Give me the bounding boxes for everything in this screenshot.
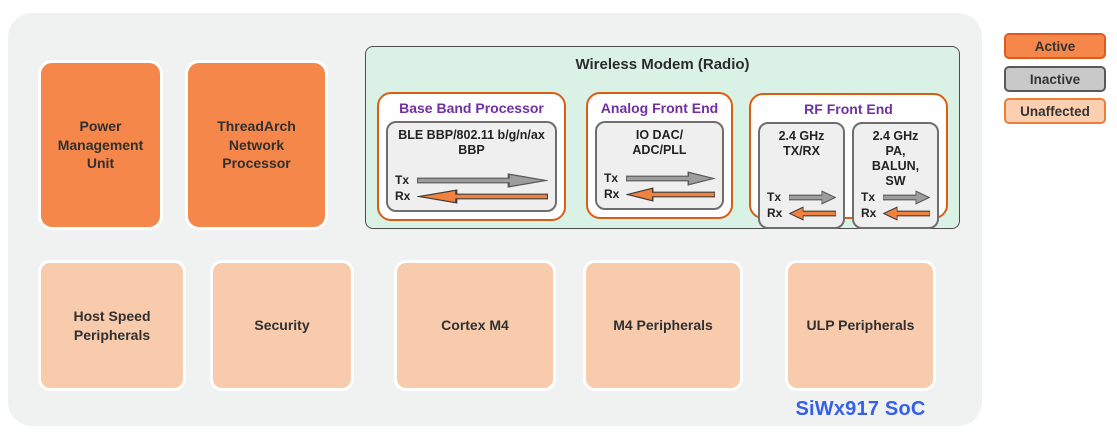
block-label: Power Management Unit bbox=[57, 117, 144, 172]
rx-label: Rx bbox=[861, 206, 877, 220]
unit-24ghz-pa-balun-sw: 2.4 GHz PA, BALUN, SW Tx Rx bbox=[852, 122, 939, 229]
unit-label-line1: 2.4 GHz bbox=[778, 129, 825, 143]
tx-row: Tx bbox=[395, 172, 548, 188]
block-label: ThreadArch Network Processor bbox=[217, 117, 296, 172]
tx-arrow-icon bbox=[417, 172, 548, 188]
rx-arrow-icon bbox=[789, 205, 836, 221]
unit-label: 2.4 GHz PA, BALUN, SW bbox=[861, 129, 930, 189]
unit-label-line2: BBP bbox=[458, 143, 485, 157]
wireless-modem-title: Wireless Modem (Radio) bbox=[575, 56, 750, 73]
rx-label: Rx bbox=[395, 189, 411, 203]
block-label: ULP Peripherals bbox=[806, 317, 915, 334]
signal-arrows: Tx Rx bbox=[395, 172, 548, 204]
signal-arrows: Tx Rx bbox=[767, 189, 836, 221]
block-cortex-m4: Cortex M4 bbox=[394, 260, 556, 391]
tx-arrow-icon bbox=[883, 189, 930, 205]
tx-row: Tx bbox=[767, 189, 836, 205]
tx-label: Tx bbox=[861, 190, 876, 204]
unit-label: BLE BBP/802.11 b/g/n/ax BBP bbox=[395, 128, 548, 158]
subblock-title: RF Front End bbox=[804, 101, 893, 117]
unit-label-line1: BLE BBP/802.11 b/g/n/ax bbox=[398, 128, 545, 142]
block-base-band-processor: Base Band Processor BLE BBP/802.11 b/g/n… bbox=[377, 92, 566, 221]
unit-label-line2: ADC/PLL bbox=[632, 143, 687, 157]
soc-name-label: SiWx917 SoC bbox=[795, 398, 926, 420]
block-ulp-peripherals: ULP Peripherals bbox=[785, 260, 936, 391]
block-host-speed-peripherals: Host Speed Peripherals bbox=[38, 260, 186, 391]
block-threadarch-network-processor: ThreadArch Network Processor bbox=[185, 60, 328, 230]
unit-row: IO DAC/ ADC/PLL Tx Rx bbox=[595, 121, 724, 210]
rx-label: Rx bbox=[767, 206, 783, 220]
subblock-title: Base Band Processor bbox=[399, 100, 544, 116]
legend-item-unaffected: Unaffected bbox=[1004, 98, 1106, 124]
signal-arrows: Tx Rx bbox=[604, 170, 715, 202]
tx-label: Tx bbox=[604, 171, 619, 185]
unit-label: IO DAC/ ADC/PLL bbox=[604, 128, 715, 158]
tx-label: Tx bbox=[767, 190, 782, 204]
tx-row: Tx bbox=[604, 170, 715, 186]
block-m4-peripherals: M4 Peripherals bbox=[583, 260, 743, 391]
block-analog-front-end: Analog Front End IO DAC/ ADC/PLL Tx bbox=[586, 92, 733, 219]
block-power-management-unit: Power Management Unit bbox=[38, 60, 163, 230]
unit-io-dac-adc-pll: IO DAC/ ADC/PLL Tx Rx bbox=[595, 121, 724, 210]
unit-row: BLE BBP/802.11 b/g/n/ax BBP Tx Rx bbox=[386, 121, 557, 212]
rx-row: Rx bbox=[861, 205, 930, 221]
unit-row: 2.4 GHz TX/RX Tx Rx bbox=[758, 122, 939, 229]
tx-row: Tx bbox=[861, 189, 930, 205]
tx-arrow-icon bbox=[789, 189, 836, 205]
rx-label: Rx bbox=[604, 187, 620, 201]
legend-label: Unaffected bbox=[1020, 103, 1090, 119]
block-label: Security bbox=[254, 317, 310, 334]
unit-ble-bbp: BLE BBP/802.11 b/g/n/ax BBP Tx Rx bbox=[386, 121, 557, 212]
wireless-modem-group: Wireless Modem (Radio) Base Band Process… bbox=[365, 46, 960, 229]
block-label: Cortex M4 bbox=[441, 317, 509, 334]
block-label: Host Speed Peripherals bbox=[73, 307, 151, 343]
legend-label: Inactive bbox=[1029, 71, 1081, 87]
rx-row: Rx bbox=[395, 188, 548, 204]
block-label: M4 Peripherals bbox=[613, 317, 713, 334]
rx-arrow-icon bbox=[883, 205, 930, 221]
unit-label-line1: IO DAC/ bbox=[635, 128, 684, 142]
unit-label-line2: BALUN, SW bbox=[871, 159, 920, 188]
legend-item-active: Active bbox=[1004, 33, 1106, 59]
unit-label: 2.4 GHz TX/RX bbox=[767, 129, 836, 159]
tx-label: Tx bbox=[395, 173, 410, 187]
unit-label-line1: 2.4 GHz PA, bbox=[872, 129, 919, 158]
subblock-title: Analog Front End bbox=[600, 100, 719, 116]
unit-label-line2: TX/RX bbox=[783, 144, 820, 158]
rx-row: Rx bbox=[767, 205, 836, 221]
block-rf-front-end: RF Front End 2.4 GHz TX/RX Tx bbox=[749, 93, 948, 229]
legend-item-inactive: Inactive bbox=[1004, 66, 1106, 92]
tx-arrow-icon bbox=[626, 170, 715, 186]
unit-24ghz-txrx: 2.4 GHz TX/RX Tx Rx bbox=[758, 122, 845, 229]
signal-arrows: Tx Rx bbox=[861, 189, 930, 221]
soc-chip-outline: Power Management Unit ThreadArch Network… bbox=[8, 13, 982, 426]
legend-label: Active bbox=[1034, 38, 1076, 54]
rx-arrow-icon bbox=[626, 186, 715, 202]
rx-row: Rx bbox=[604, 186, 715, 202]
block-security: Security bbox=[210, 260, 354, 391]
rx-arrow-icon bbox=[417, 188, 548, 204]
